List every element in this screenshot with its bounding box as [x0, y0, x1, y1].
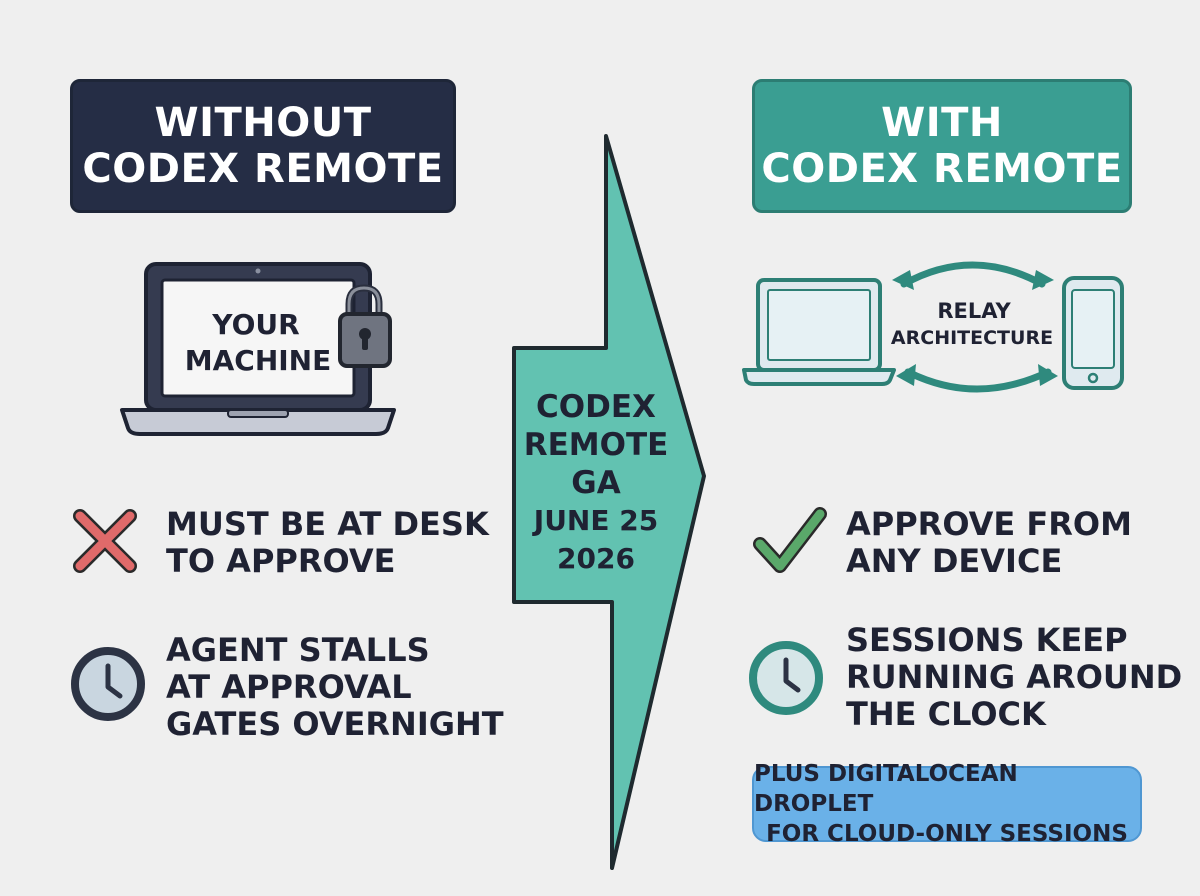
center-text-line: GA [571, 465, 621, 501]
smartphone-icon [1062, 276, 1124, 390]
item-text-line: AGENT STALLS [166, 631, 430, 669]
item-text-line: APPROVE FROM [846, 505, 1132, 543]
relay-double-arrow-icon [892, 261, 1058, 393]
item-text-line: ANY DEVICE [846, 542, 1063, 580]
laptop-icon [120, 262, 396, 436]
padlock-icon [338, 284, 392, 368]
item-text-line: TO APPROVE [166, 542, 396, 580]
without-codex-remote-title: WITHOUT CODEX REMOTE [70, 79, 456, 213]
center-text-line: 2026 [557, 542, 635, 575]
item-text-line: MUST BE AT DESK [166, 505, 489, 543]
item-text-line: RUNNING AROUND [846, 658, 1183, 696]
title-line: CODEX REMOTE [82, 146, 444, 192]
center-text-line: JUNE 25 [533, 504, 659, 537]
clock-icon [749, 641, 823, 715]
left-item-desk-approval: MUST BE AT DESK TO APPROVE [166, 506, 489, 580]
title-line: WITH [881, 100, 1003, 146]
item-text-line: THE CLOCK [846, 695, 1046, 733]
note-line: FOR CLOUD-ONLY SESSIONS [766, 821, 1128, 847]
note-line: PLUS DIGITALOCEAN DROPLET [754, 761, 1018, 817]
device-label-line: MACHINE [185, 344, 332, 377]
item-text-line: AT APPROVAL [166, 668, 412, 706]
center-text-line: CODEX [536, 389, 656, 425]
codex-remote-ga-label: CODEX REMOTE GA JUNE 25 2026 [496, 388, 696, 578]
digitalocean-droplet-note: PLUS DIGITALOCEAN DROPLET FOR CLOUD-ONLY… [752, 761, 1142, 847]
with-codex-remote-title: WITH CODEX REMOTE [752, 79, 1132, 213]
check-mark-icon [753, 507, 827, 573]
right-item-approve-any-device: APPROVE FROM ANY DEVICE [846, 506, 1132, 580]
clock-icon [71, 647, 145, 721]
right-item-sessions-running: SESSIONS KEEP RUNNING AROUND THE CLOCK [846, 622, 1182, 733]
lightning-arrow-shape [512, 134, 706, 870]
device-label-line: YOUR [211, 308, 299, 341]
laptop-lock-illustration: YOUR MACHINE [120, 262, 396, 436]
title-line: WITHOUT [154, 100, 372, 146]
item-text-line: SESSIONS KEEP [846, 621, 1128, 659]
left-item-agent-stalls: AGENT STALLS AT APPROVAL GATES OVERNIGHT [166, 632, 504, 743]
laptop-icon [742, 278, 896, 386]
relay-illustration: RELAY ARCHITECTURE [742, 261, 1124, 393]
center-text-line: REMOTE [523, 427, 669, 463]
x-mark-icon [73, 509, 137, 573]
relay-label-line: ARCHITECTURE [891, 327, 1053, 349]
item-text-line: GATES OVERNIGHT [166, 705, 504, 743]
relay-label-line: RELAY [937, 299, 1011, 323]
title-line: CODEX REMOTE [761, 146, 1123, 192]
